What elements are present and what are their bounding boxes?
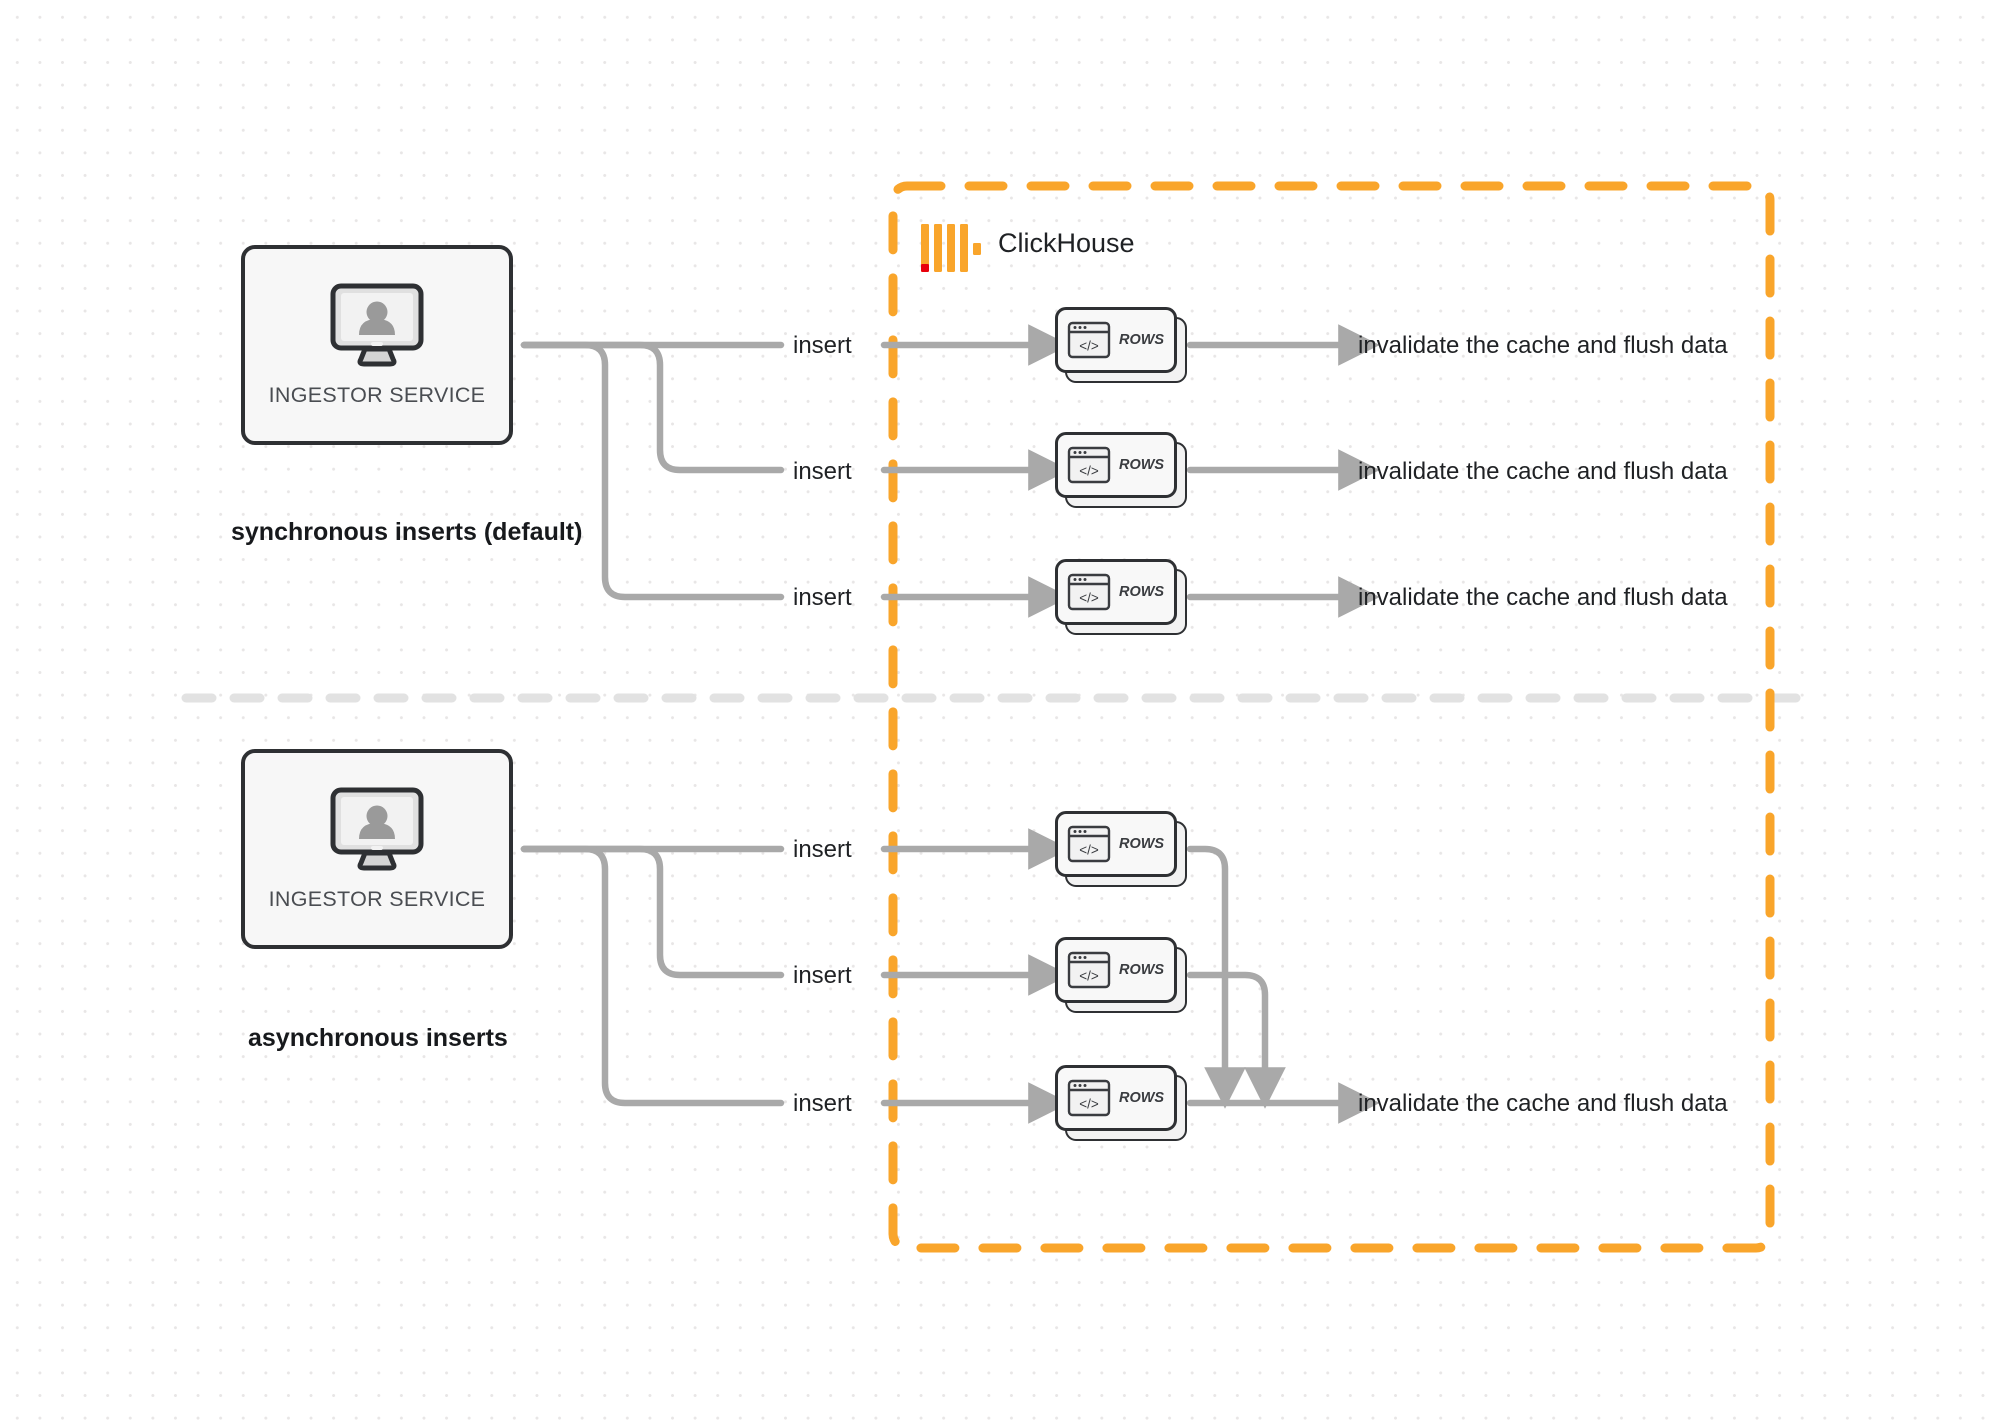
code-window-icon: </>	[1067, 446, 1111, 484]
rows-node-sync-2[interactable]: </> ROWS	[1055, 432, 1187, 508]
rows-node-label: ROWS	[1119, 1090, 1165, 1106]
code-window-icon: </>	[1067, 825, 1111, 863]
ingestor-service-node-sync[interactable]: INGESTOR SERVICE	[241, 245, 513, 445]
svg-text:</>: </>	[1079, 339, 1099, 354]
code-window-icon: </>	[1067, 321, 1111, 359]
monitor-user-icon	[330, 787, 424, 870]
ingestor-service-node-async[interactable]: INGESTOR SERVICE	[241, 749, 513, 949]
rows-node-async-2[interactable]: </> ROWS	[1055, 937, 1187, 1013]
rows-node-card: </> ROWS	[1055, 432, 1177, 498]
code-window-icon: </>	[1067, 1079, 1111, 1117]
rows-node-sync-1[interactable]: </> ROWS	[1055, 307, 1187, 383]
rows-node-async-3[interactable]: </> ROWS	[1055, 1065, 1187, 1141]
section-caption-sync: synchronous inserts (default)	[231, 518, 583, 546]
clickhouse-logo-icon	[921, 224, 981, 272]
rows-node-card: </> ROWS	[1055, 559, 1177, 625]
ingestor-service-label-async: INGESTOR SERVICE	[268, 886, 486, 911]
rows-node-card: </> ROWS	[1055, 307, 1177, 373]
rows-node-card: </> ROWS	[1055, 937, 1177, 1003]
rows-node-label: ROWS	[1119, 332, 1165, 348]
output-label-async-1: invalidate the cache and flush data	[1358, 1090, 1728, 1117]
svg-text:</>: </>	[1079, 1097, 1099, 1112]
svg-text:</>: </>	[1079, 591, 1099, 606]
rows-node-label: ROWS	[1119, 457, 1165, 473]
clickhouse-container-border	[888, 181, 1775, 1253]
output-label-sync-1: invalidate the cache and flush data	[1358, 332, 1728, 359]
output-label-sync-3: invalidate the cache and flush data	[1358, 584, 1728, 611]
rows-node-label: ROWS	[1119, 962, 1165, 978]
clickhouse-brand-label: ClickHouse	[998, 228, 1135, 258]
edge-label-insert-async-1: insert	[793, 836, 852, 863]
rows-node-card: </> ROWS	[1055, 1065, 1177, 1131]
rows-node-card: </> ROWS	[1055, 811, 1177, 877]
edge-label-insert-async-2: insert	[793, 962, 852, 989]
monitor-user-icon	[330, 283, 424, 366]
async-edges	[520, 828, 1070, 1124]
svg-text:</>: </>	[1079, 464, 1099, 479]
svg-text:</>: </>	[1079, 843, 1099, 858]
edge-label-insert-sync-1: insert	[793, 332, 852, 359]
output-label-sync-2: invalidate the cache and flush data	[1358, 458, 1728, 485]
rows-node-label: ROWS	[1119, 584, 1165, 600]
rows-node-label: ROWS	[1119, 836, 1165, 852]
edge-label-insert-sync-2: insert	[793, 458, 852, 485]
code-window-icon: </>	[1067, 573, 1111, 611]
code-window-icon: </>	[1067, 951, 1111, 989]
svg-text:</>: </>	[1079, 969, 1099, 984]
rows-node-sync-3[interactable]: </> ROWS	[1055, 559, 1187, 635]
ingestor-service-label-sync: INGESTOR SERVICE	[268, 382, 486, 407]
rows-node-async-1[interactable]: </> ROWS	[1055, 811, 1187, 887]
edge-label-insert-async-3: insert	[793, 1090, 852, 1117]
sync-edges	[520, 324, 1380, 618]
async-merge-edges	[1186, 845, 1380, 1124]
section-caption-async: asynchronous inserts	[248, 1024, 508, 1052]
edge-label-insert-sync-3: insert	[793, 584, 852, 611]
